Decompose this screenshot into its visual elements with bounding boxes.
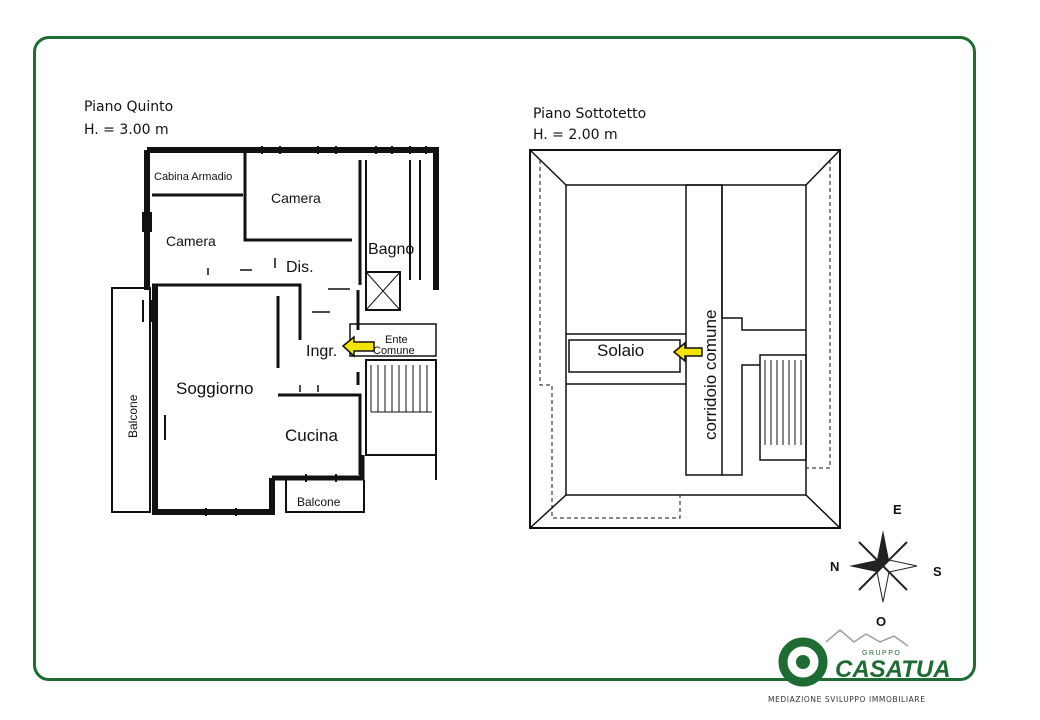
floor5-title: Piano Quinto <box>84 99 173 115</box>
attic-roof-outline <box>529 149 841 529</box>
compass-o: O <box>876 614 886 629</box>
label-bagno: Bagno <box>368 241 414 258</box>
floor5-height: H. = 3.00 m <box>84 122 169 138</box>
wall-cucina <box>278 393 362 475</box>
attic-stairs <box>759 354 807 461</box>
floor5-outer-wall-top <box>147 147 439 290</box>
label-cucina: Cucina <box>285 426 338 445</box>
entrance-arrow-icon <box>341 335 375 358</box>
attic-plan: Piano Sottotetto H. = 2.00 m Solaio corr… <box>529 106 841 529</box>
compass-n: N <box>830 559 839 574</box>
attic-roof-hips <box>529 149 841 529</box>
attic-dashed-line <box>539 160 831 519</box>
solaio-box <box>566 333 686 385</box>
attic-title: Piano Sottotetto <box>533 106 646 122</box>
attic-height: H. = 2.00 m <box>533 127 618 143</box>
label-corridoio: corridoio comune <box>701 310 720 440</box>
compass-e: E <box>893 502 902 517</box>
attic-entrance-arrow-icon <box>672 341 703 363</box>
corridor-edges <box>721 185 806 476</box>
label-comune: Comune <box>373 345 415 357</box>
floor5-outer-wall-living <box>152 286 275 515</box>
logo-name: CASATUA <box>835 656 951 683</box>
floor5-kitchen-wall <box>272 455 365 481</box>
wall-soggiorno-top <box>152 283 302 340</box>
label-balcone-side: Balcone <box>126 394 140 438</box>
label-camera-upper: Camera <box>271 190 321 206</box>
label-camera-left: Camera <box>166 233 216 249</box>
casatua-logo: CASATUA GRUPPO MEDIAZIONE SVILUPPO IMMOB… <box>768 629 951 704</box>
floor5-bottom-balcony <box>285 480 365 513</box>
logo-tagline: MEDIAZIONE SVILUPPO IMMOBILIARE <box>768 695 926 704</box>
compass-s: S <box>933 564 942 579</box>
floor5-stairs <box>365 359 437 456</box>
lift-shaft <box>365 271 401 311</box>
lift-cross <box>365 271 401 311</box>
floor5-side-balcony <box>111 287 151 513</box>
stair-landing <box>366 454 437 480</box>
label-solaio: Solaio <box>597 341 644 360</box>
wall-camera-upper <box>243 150 352 242</box>
label-dis: Dis. <box>286 259 314 276</box>
wall-bagno-detail <box>365 160 421 280</box>
label-soggiorno: Soggiorno <box>176 379 254 398</box>
label-cabina: Cabina Armadio <box>154 171 232 183</box>
label-balcone-bottom: Balcone <box>297 495 341 509</box>
floor5-plan: Piano Quinto H. = 3.00 m <box>84 99 439 516</box>
page-frame <box>33 36 976 681</box>
label-ente: Ente <box>385 334 408 346</box>
compass-rose-icon: E N S O <box>830 502 942 629</box>
corridor-outline <box>685 184 723 476</box>
label-ingr: Ingr. <box>306 343 337 360</box>
door-marks <box>207 258 350 392</box>
logo-group: GRUPPO <box>862 650 901 657</box>
window-marks <box>142 146 427 516</box>
